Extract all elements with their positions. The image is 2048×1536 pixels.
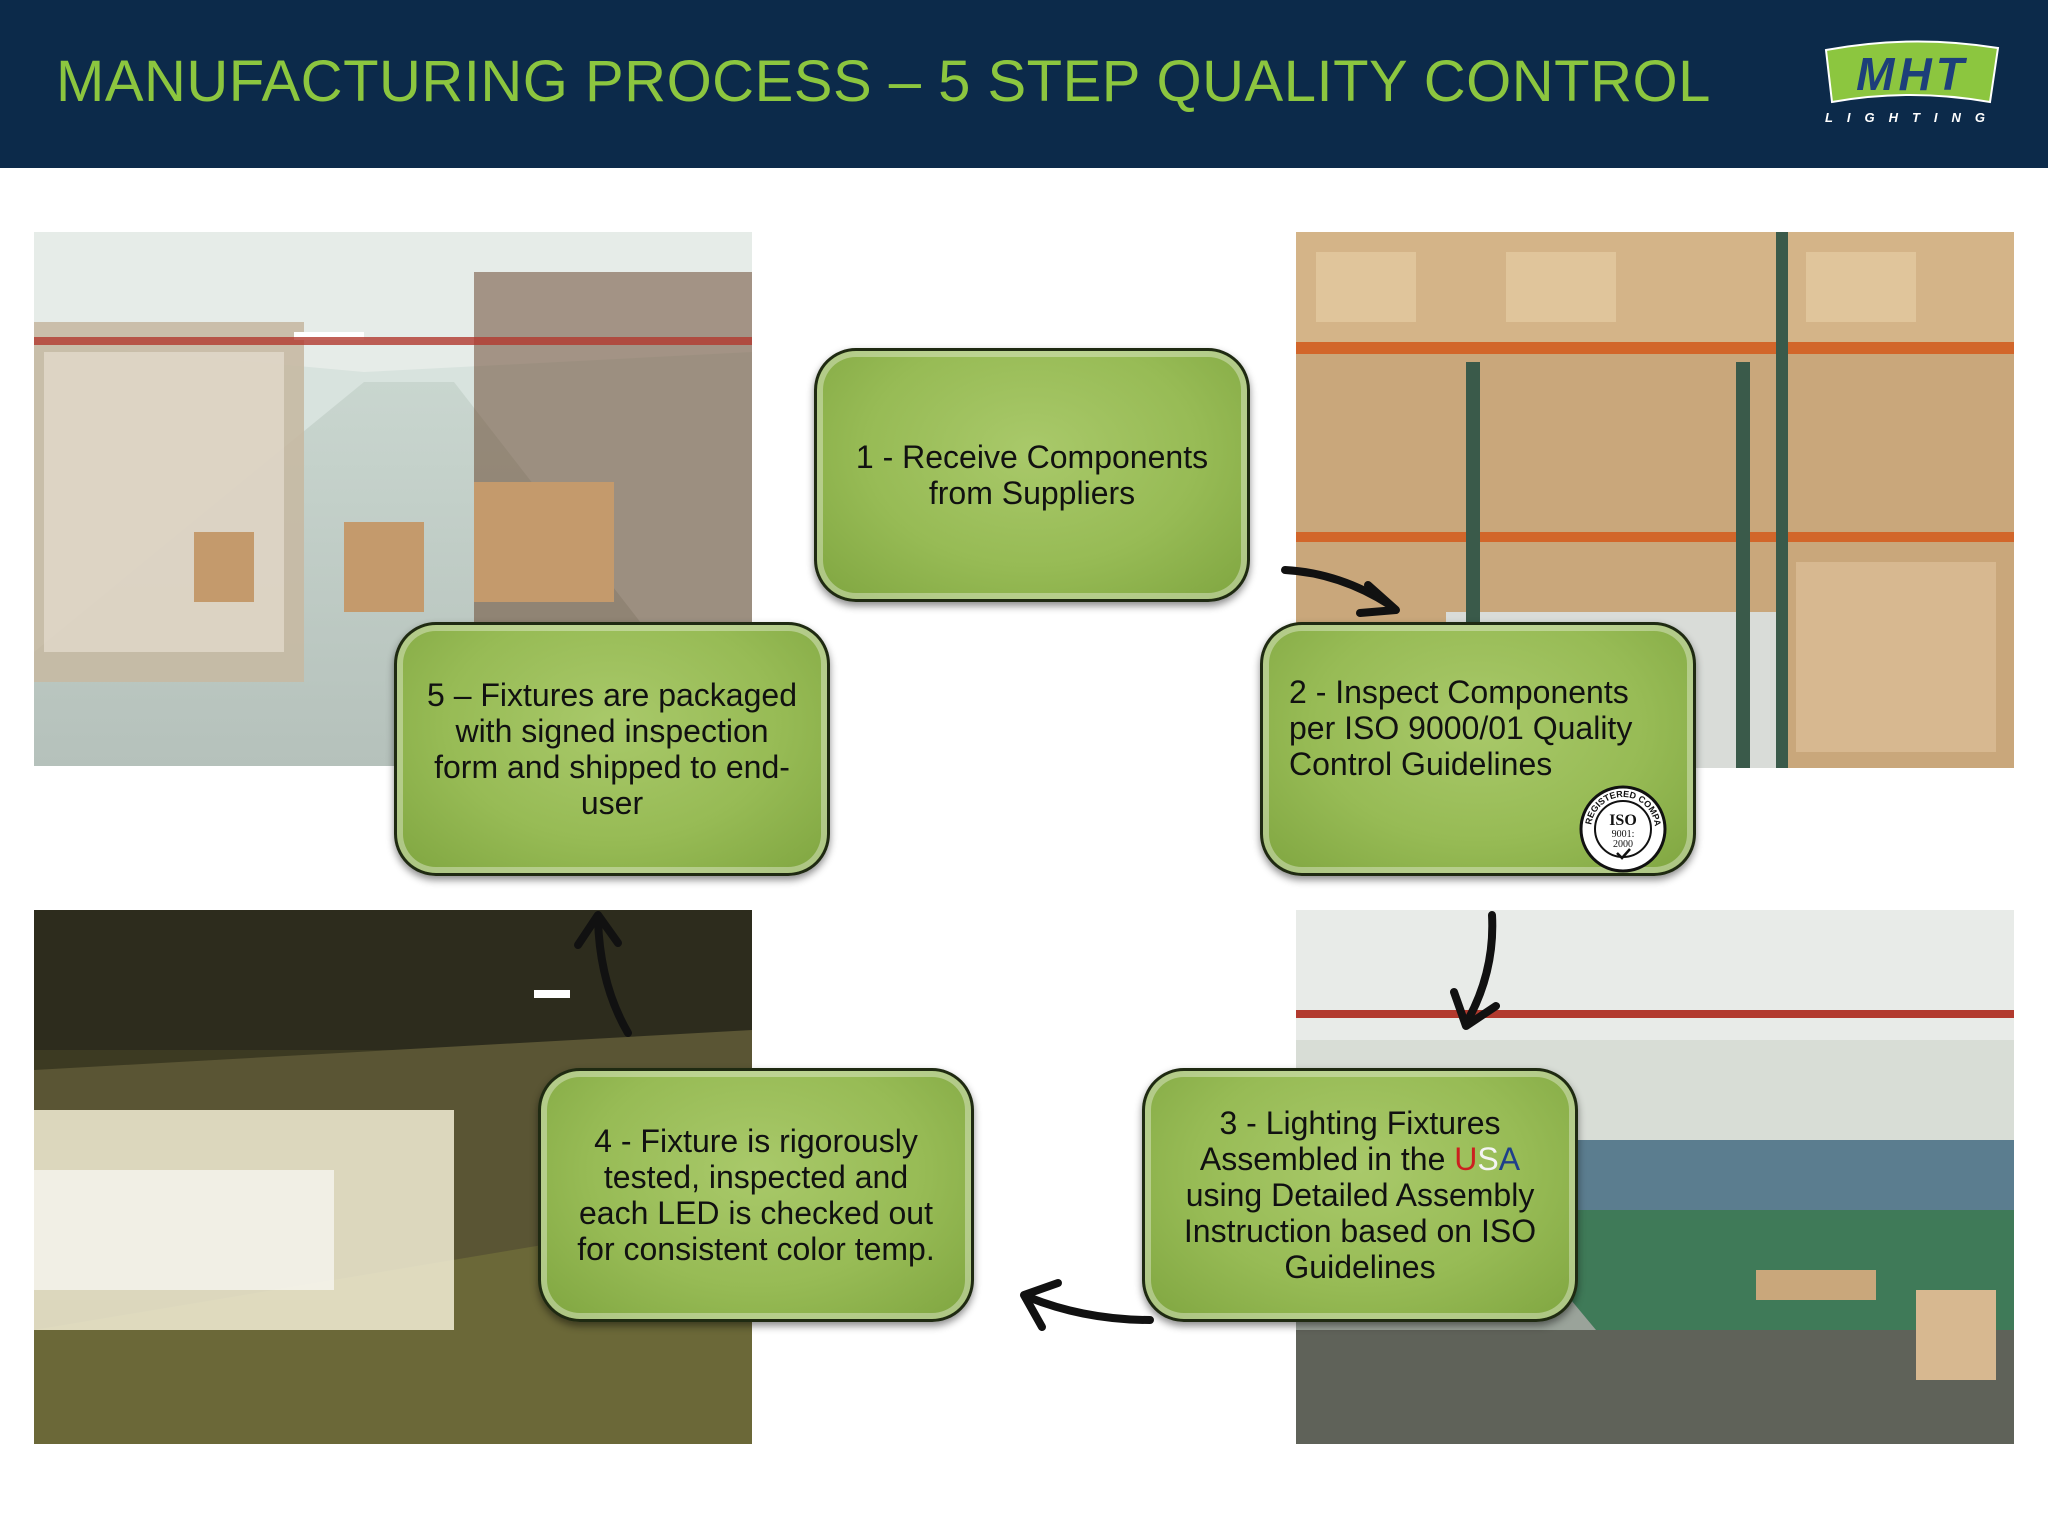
step-5-box: 5 – Fixtures are packaged with signed in… [394, 622, 830, 876]
step-3-line2: Assembled in the USA [1171, 1141, 1549, 1177]
step-4-box: 4 - Fixture is rigorously tested, inspec… [538, 1068, 974, 1322]
iso-label: ISO [1609, 812, 1637, 829]
mht-lighting-logo: MHT LIGHTING [1822, 40, 2002, 130]
arrow-step4-to-step5-icon [574, 911, 632, 1037]
step-3-line1: 3 - Lighting Fixtures [1219, 1105, 1501, 1141]
step-3-prefix: Assembled in the [1199, 1141, 1455, 1177]
iso-badge-icon: REGISTERED COMPANY ISO 9001: 2000 [1579, 785, 1667, 873]
logo-banner-shape [1824, 40, 2000, 104]
step-3-rest: using Detailed Assembly Instruction base… [1183, 1177, 1537, 1285]
step-1-box: 1 - Receive Components from Suppliers [814, 348, 1250, 602]
arrow-step1-to-step2-icon [1281, 566, 1400, 617]
step-2-text: 2 - Inspect Components per ISO 9000/01 Q… [1289, 674, 1633, 782]
assembly-workshop-photo [1296, 910, 2014, 1444]
step-1-text: 1 - Receive Components from Suppliers [855, 439, 1209, 511]
usa-letter-s: S [1477, 1141, 1499, 1177]
step-5-text: 5 – Fixtures are packaged with signed in… [427, 677, 797, 821]
iso-number: 9001: [1612, 829, 1635, 840]
page-title: MANUFACTURING PROCESS – 5 STEP QUALITY C… [56, 49, 1711, 114]
arrow-step3-to-step4-icon [1020, 1279, 1154, 1331]
logo-word: MHT [1856, 48, 1968, 100]
header-bar: MANUFACTURING PROCESS – 5 STEP QUALITY C… [0, 0, 2048, 168]
step-3-box: 3 - Lighting Fixtures Assembled in the U… [1142, 1068, 1578, 1322]
logo-subtext: LIGHTING [1824, 110, 2000, 125]
iso-year: 2000 [1613, 839, 1633, 850]
usa-letter-u: U [1454, 1141, 1478, 1177]
usa-letter-a: A [1498, 1141, 1521, 1177]
step-4-text: 4 - Fixture is rigorously tested, inspec… [577, 1123, 935, 1267]
arrow-step2-to-step3-icon [1450, 911, 1500, 1030]
